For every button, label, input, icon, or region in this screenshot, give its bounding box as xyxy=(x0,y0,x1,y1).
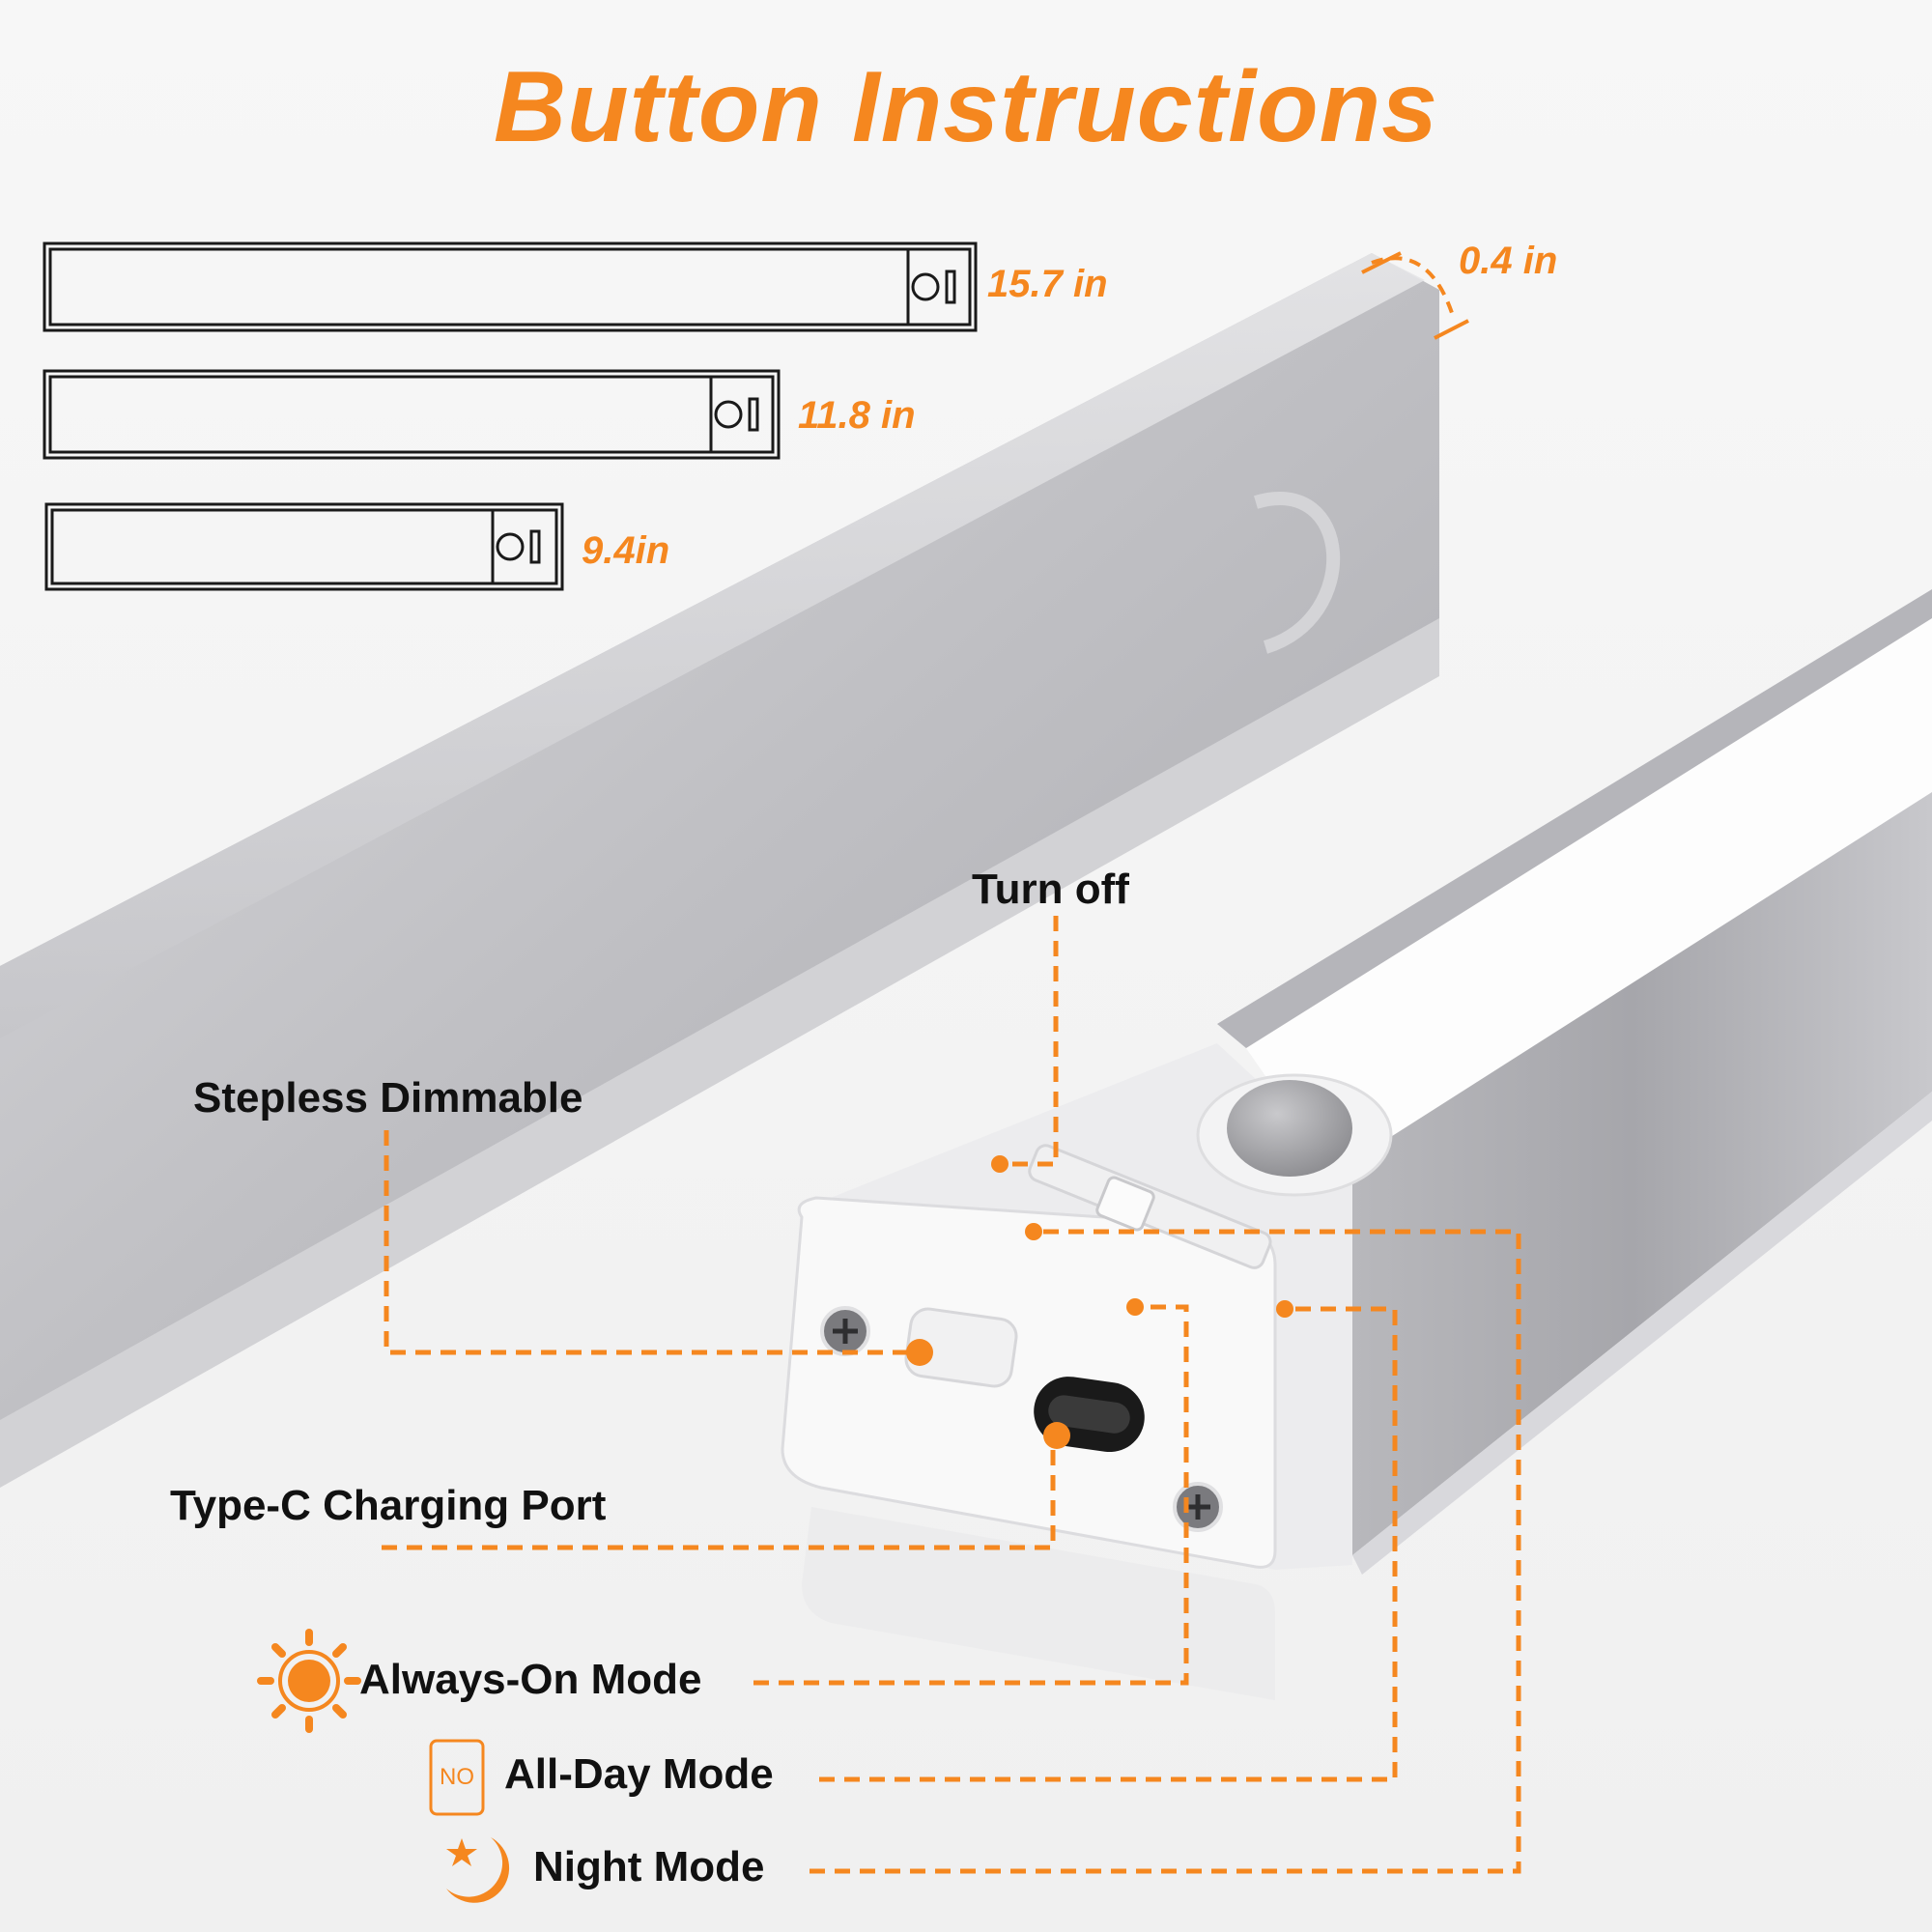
label-turn-off: Turn off xyxy=(972,866,1129,913)
callout-dots xyxy=(906,1155,1293,1449)
label-stepless-dimmable: Stepless Dimmable xyxy=(193,1074,583,1122)
callout-type-c xyxy=(382,1439,1056,1550)
callout-lines xyxy=(382,916,1521,1874)
callout-all-day xyxy=(819,1306,1398,1782)
label-type-c-port: Type-C Charging Port xyxy=(170,1482,607,1529)
end-cap xyxy=(781,1043,1393,1570)
no-badge-icon xyxy=(429,1739,485,1816)
size-label-short: 9.4in xyxy=(582,529,670,572)
size-outline-medium xyxy=(43,369,781,460)
label-night-mode: Night Mode xyxy=(533,1843,765,1890)
size-label-medium: 11.8 in xyxy=(798,394,916,437)
moon-star-icon xyxy=(446,1837,510,1903)
sun-icon xyxy=(257,1629,361,1733)
label-all-day-mode: All-Day Mode xyxy=(504,1750,774,1798)
callout-night xyxy=(810,1229,1521,1874)
page-title: Button Instructions xyxy=(493,51,1438,163)
lit-light-bar xyxy=(1217,589,1932,1575)
no-badge-text: NO xyxy=(440,1764,474,1790)
size-outline-short xyxy=(44,502,564,591)
size-label-long: 15.7 in xyxy=(987,263,1108,305)
size-label-thickness: 0.4 in xyxy=(1459,240,1558,282)
callout-always-on xyxy=(753,1304,1189,1686)
label-always-on-mode: Always-On Mode xyxy=(359,1656,702,1703)
thickness-marker xyxy=(1361,251,1469,340)
callout-turn-off xyxy=(1005,916,1059,1167)
size-outline-long xyxy=(43,242,978,332)
large-light-bar xyxy=(0,253,1439,1488)
reflection xyxy=(802,1507,1275,1700)
